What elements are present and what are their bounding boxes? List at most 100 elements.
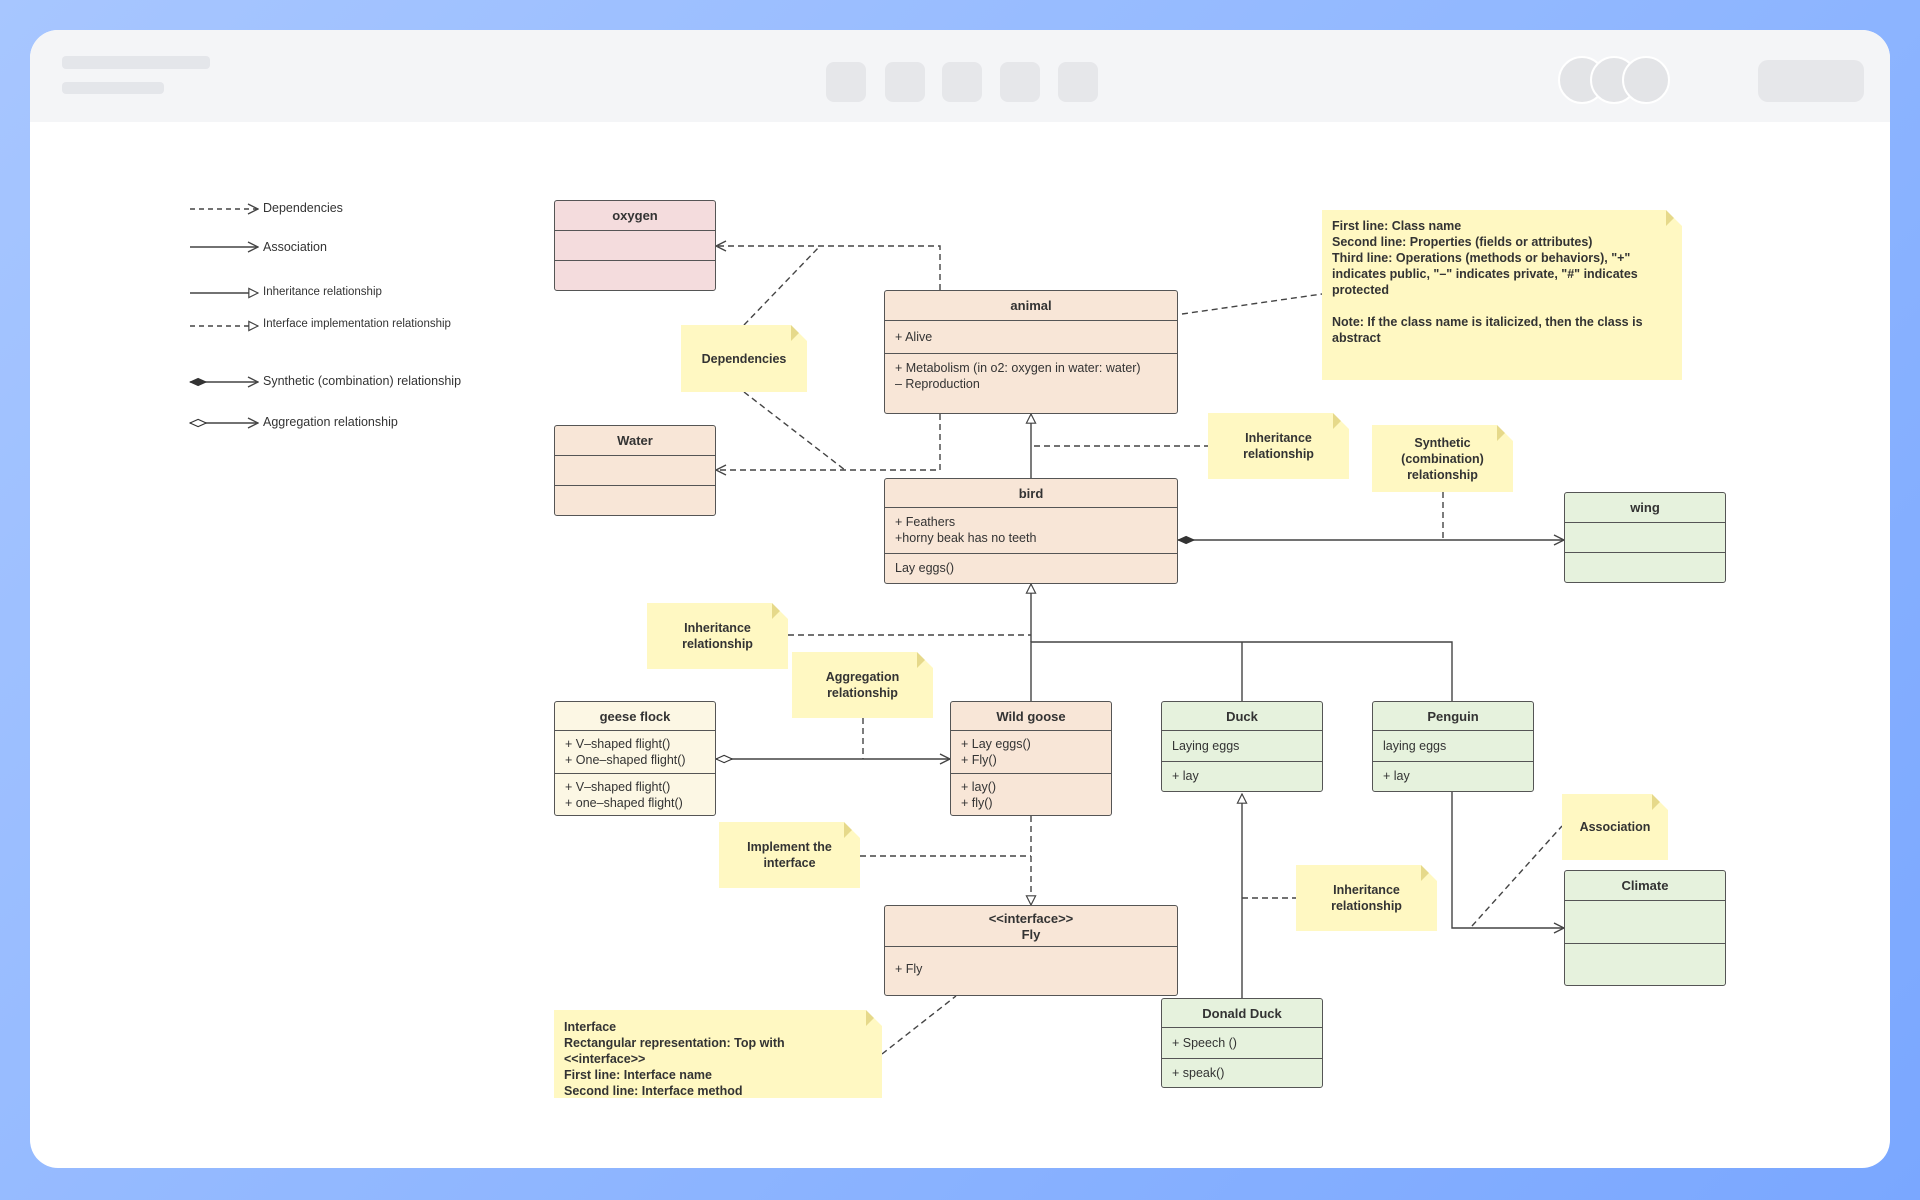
class-attributes [555,230,715,260]
class-bird[interactable]: bird + Feathers +horny beak has no teeth… [884,478,1178,584]
class-name: Penguin [1427,708,1479,724]
toolbar-button-5[interactable] [1058,62,1098,102]
note-association[interactable]: Association [1562,794,1668,860]
dependency-animal-oxygen [716,246,941,290]
interface-methods: + Fly [885,946,1177,995]
class-operations [555,485,715,514]
class-wing[interactable]: wing [1564,492,1726,583]
note-line: <<interface>> [564,1052,646,1066]
note-connector [881,995,957,1055]
note-fold [1666,210,1682,226]
association-penguin-climate [1451,792,1564,928]
class-operation: + one–shaped flight() [565,796,683,810]
note-connector [743,391,846,471]
class-attribute: + Speech () [1172,1036,1237,1050]
class-name: bird [1018,485,1044,501]
share-button[interactable] [1758,60,1864,102]
toolbar-button-1[interactable] [826,62,866,102]
class-name: Climate [1621,878,1669,893]
class-operation: + lay [1383,769,1410,783]
legend-synthetic-label: Synthetic (combination) relationship [263,374,462,388]
note-line: Synthetic [1414,435,1471,450]
class-attributes: + V–shaped flight() + One–shaped flight(… [555,730,715,773]
dependency-animal-water [716,414,941,470]
class-climate[interactable]: Climate [1564,870,1726,986]
class-operations: + lay [1162,761,1322,784]
note-synthetic[interactable]: Synthetic (combination) relationship [1372,425,1513,492]
legend-association-label: Association [263,240,327,254]
note-fold [1333,413,1349,429]
class-attribute: +horny beak has no teeth [895,531,1037,545]
note-line: interface [763,856,816,870]
note-fold [772,603,788,619]
note-aggregation[interactable]: Aggregation relationship [792,652,933,718]
class-wild-goose[interactable]: Wild goose + Lay eggs() + Fly() + lay() … [950,701,1112,816]
class-operation: + Metabolism (in o2: oxygen in water: wa… [895,361,1141,375]
note-connector [743,245,821,326]
class-attribute: laying eggs [1383,739,1447,753]
class-operations: + lay [1373,761,1533,784]
note-fold [1497,425,1513,441]
class-operations: + V–shaped flight() + one–shaped flight(… [555,773,715,811]
class-operations [1565,943,1725,985]
note-connector [1181,293,1323,315]
class-donald-duck[interactable]: Donald Duck + Speech () + speak() [1161,998,1323,1088]
interface-name: Fly [1021,927,1041,942]
note-dependencies[interactable]: Dependencies [681,325,807,392]
class-attributes [1565,522,1725,552]
interface-fly[interactable]: <<interface>> Fly + Fly [884,905,1178,996]
note-fold [866,1010,882,1026]
note-inheritance-duck[interactable]: Inheritance relationship [1296,865,1437,931]
note-line: (combination) [1401,451,1484,466]
interface-method: + Fly [895,962,923,976]
note-implement-interface[interactable]: Implement the interface [719,822,860,888]
class-name: Duck [1226,708,1258,724]
note-inheritance-animal[interactable]: Inheritance relationship [1208,413,1349,479]
class-operations [1565,552,1725,581]
class-name: wing [1630,500,1660,515]
class-oxygen[interactable]: oxygen [554,200,716,291]
class-operation: + fly() [961,796,993,810]
note-inheritance-bird[interactable]: Inheritance relationship [647,603,788,669]
class-animal[interactable]: animal + Alive + Metabolism (in o2: oxyg… [884,290,1178,414]
class-duck[interactable]: Duck Laying eggs + lay [1161,701,1323,792]
toolbar-button-2[interactable] [885,62,925,102]
class-attributes: + Speech () [1162,1027,1322,1058]
class-operation: Lay eggs() [895,561,955,575]
class-attribute: + V–shaped flight() [565,737,671,751]
note-line: First line: Interface name [564,1068,712,1082]
note-fold [917,652,933,668]
class-attribute: + One–shaped flight() [565,753,686,767]
class-attribute: + Alive [895,330,933,344]
legend-dependencies-label: Dependencies [263,201,343,215]
class-penguin[interactable]: Penguin laying eggs + lay [1372,701,1534,792]
legend-interface-label: Interface implementation relationship [263,318,451,330]
note-class-info[interactable]: First line: Class name Second line: Prop… [1322,210,1682,380]
note-line: relationship [1407,467,1478,482]
class-water[interactable]: Water [554,425,716,516]
note-line: Second line: Interface method [564,1084,743,1098]
class-attribute: Laying eggs [1172,739,1240,753]
class-name: animal [1010,298,1052,313]
toolbar-button-3[interactable] [942,62,982,102]
title-placeholder [62,56,210,69]
note-line: Interface [564,1020,617,1034]
note-line: Dependencies [701,351,787,366]
class-attribute: + Feathers [895,515,956,529]
class-operation: + lay() [961,780,997,794]
class-attributes [1565,900,1725,943]
note-line: Implement the [747,840,832,854]
toolbar-button-4[interactable] [1000,62,1040,102]
note-line: abstract [1332,331,1381,345]
note-interface-info[interactable]: Interface Rectangular representation: To… [554,1010,882,1098]
note-line: Second line: Properties (fields or attri… [1332,235,1593,249]
class-geese-flock[interactable]: geese flock + V–shaped flight() + One–sh… [554,701,716,816]
class-attributes: + Alive [885,320,1177,353]
note-line: Aggregation [825,670,900,684]
note-line: Rectangular representation: Top with [564,1036,785,1050]
class-operations: + lay() + fly() [951,773,1111,811]
class-operations: + speak() [1162,1058,1322,1081]
class-name: Wild goose [996,708,1066,724]
avatar[interactable] [1622,56,1670,104]
